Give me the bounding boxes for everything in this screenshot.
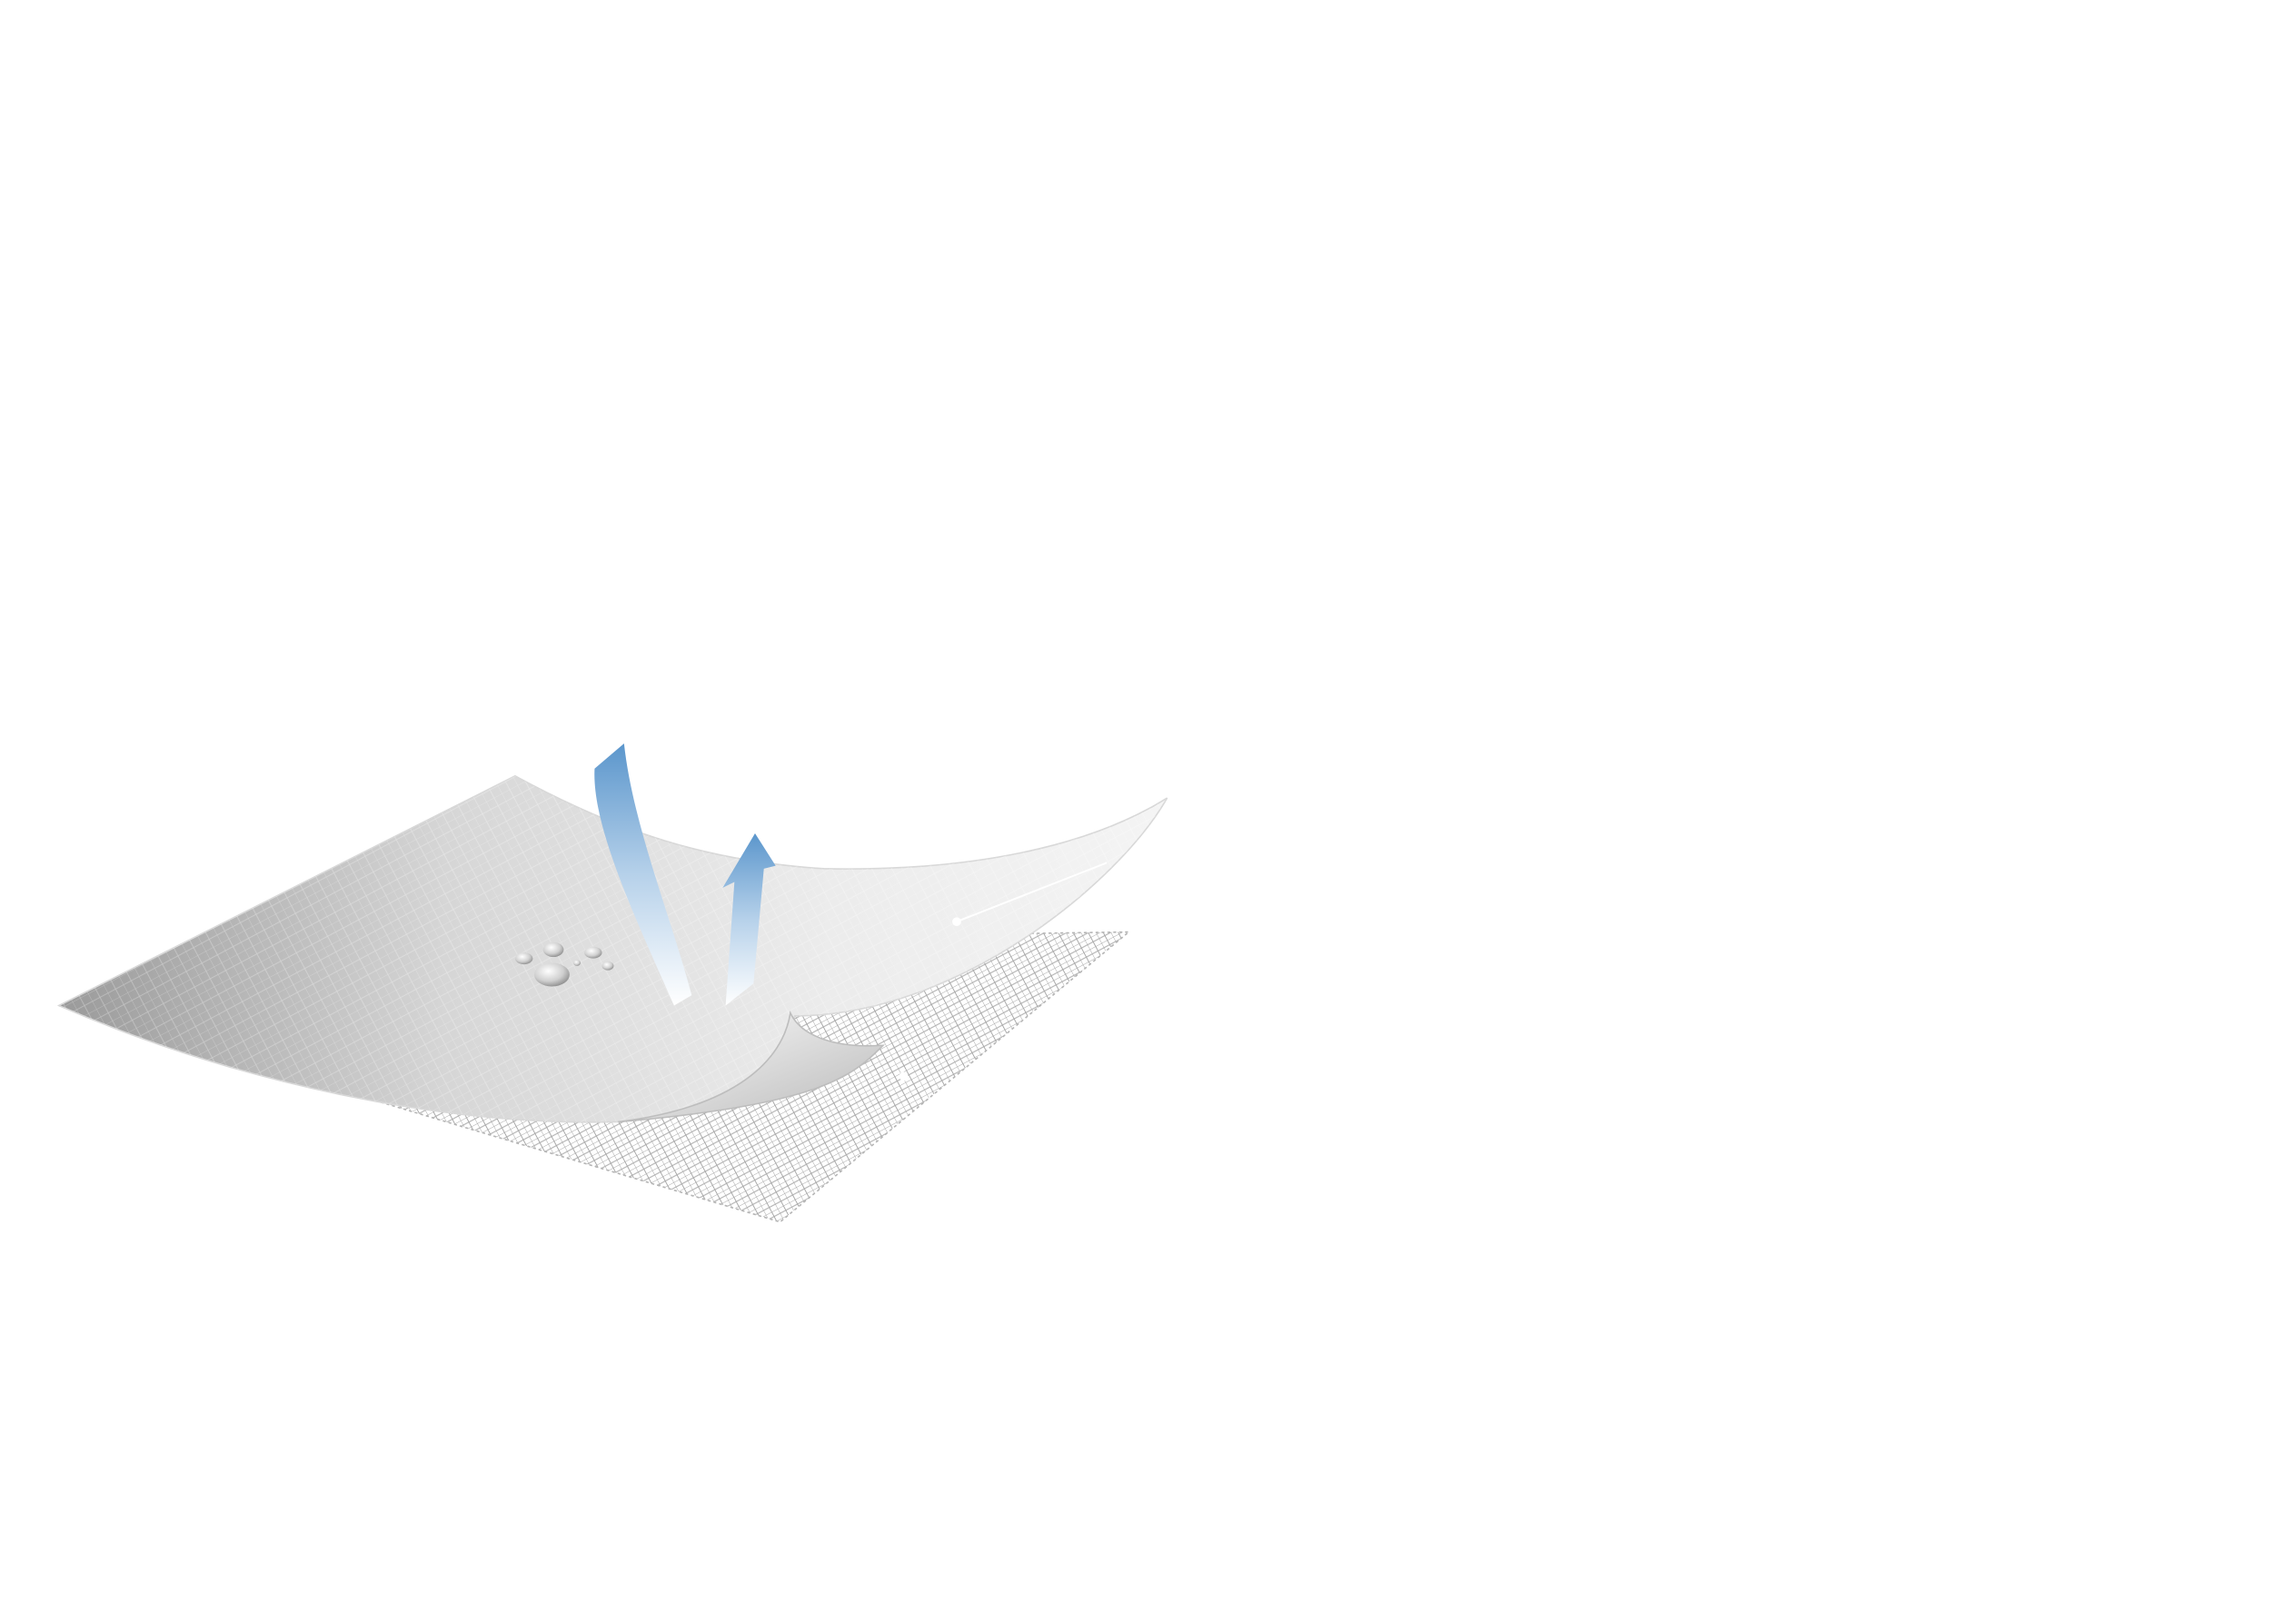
vapor-arrow-large-icon <box>594 743 692 1006</box>
vapor-arrow-small-icon <box>722 832 776 1006</box>
peeled-corner <box>618 1010 886 1123</box>
membrane-layer <box>56 774 1168 1123</box>
water-droplets <box>514 942 614 987</box>
